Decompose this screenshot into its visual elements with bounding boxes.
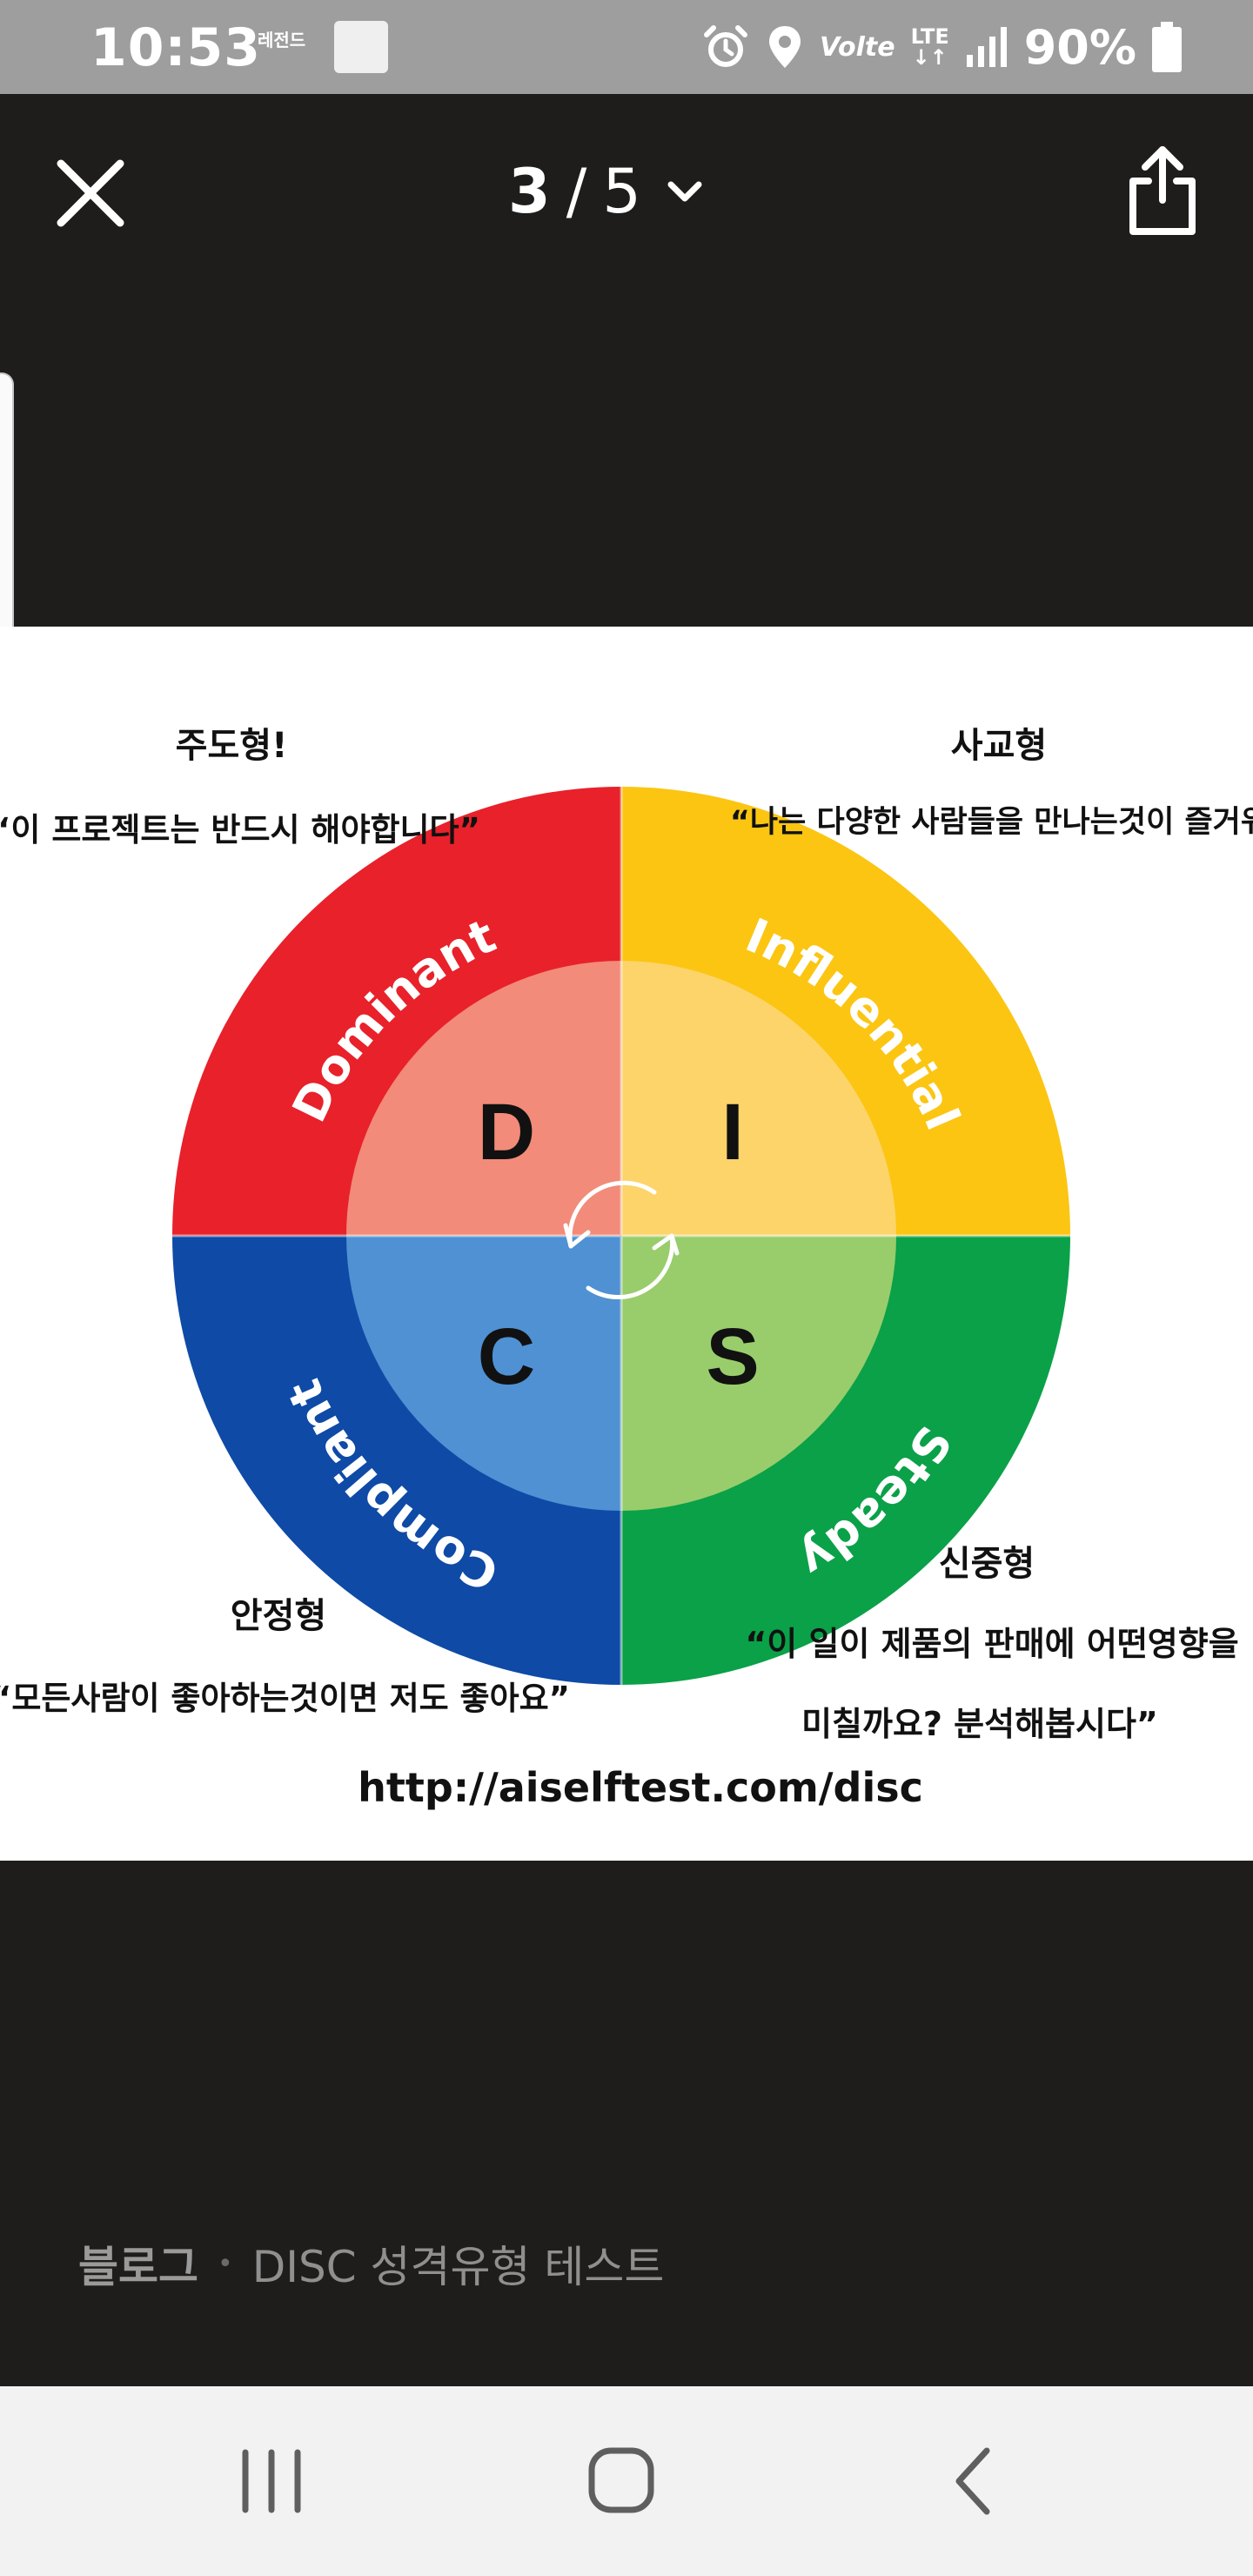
battery-icon: [1151, 22, 1182, 72]
chevron-down-icon: [667, 181, 702, 202]
status-time: 10:53: [90, 17, 261, 78]
quote-s-line1: “이 일이 제품의 판매에 어떤영향을: [745, 1625, 1238, 1663]
quadrant-s-inner: [621, 1236, 896, 1511]
close-icon[interactable]: [52, 155, 129, 231]
letter-c: C: [478, 1312, 535, 1401]
quote-d: “이 프로젝트는 반드시 해야합니다”: [0, 811, 480, 849]
alarm-icon: [704, 25, 747, 67]
letter-s: S: [706, 1312, 759, 1401]
volte-label: Volte: [820, 31, 895, 63]
caption-title: DISC 성격유형 테스트: [251, 2242, 665, 2292]
caption-dot: •: [218, 2248, 233, 2279]
system-nav-bar: [0, 2386, 1253, 2576]
caption-source: 블로그: [78, 2242, 198, 2292]
home-icon[interactable]: [569, 2433, 673, 2529]
quote-c: “모든사람이 좋아하는것이면 저도 좋아요”: [0, 1680, 570, 1717]
signal-icon: [966, 27, 1007, 67]
data-arrows-icon: ↓↑: [912, 45, 948, 70]
image-caption[interactable]: 블로그 • DISC 성격유형 테스트: [78, 2233, 664, 2294]
disc-diagram: Dominant Influential Steady Compliant D …: [0, 726, 1253, 1811]
page-counter[interactable]: 3 / 5: [508, 156, 706, 227]
type-name-c: 안정형: [231, 1596, 326, 1636]
status-icons: Volte LTE ↓↑ 90%: [701, 16, 1182, 78]
disc-image[interactable]: Dominant Influential Steady Compliant D …: [0, 627, 1253, 1861]
share-icon[interactable]: [1122, 143, 1203, 238]
carrier-badge: 레전드: [258, 30, 306, 50]
page-separator: /: [566, 156, 587, 227]
viewer-toolbar: 3 / 5: [0, 94, 1253, 285]
type-name-d: 주도형!: [176, 726, 288, 766]
total-pages: 5: [602, 156, 641, 227]
type-name-i: 사교형: [951, 726, 1047, 766]
battery-percent: 90%: [1023, 19, 1136, 75]
type-name-s: 신중형: [939, 1544, 1035, 1584]
quote-s-line2: 미칠까요? 분석해봅시다”: [801, 1705, 1158, 1743]
quadrant-c-inner: [346, 1236, 621, 1511]
location-icon: [769, 26, 801, 68]
recent-apps-icon[interactable]: [219, 2433, 324, 2529]
quote-i: “나는 다양한 사람들을 만나는것이 즐거워”: [730, 805, 1253, 840]
letter-d: D: [478, 1088, 535, 1177]
letter-i: I: [721, 1088, 744, 1177]
lte-indicator: LTE ↓↑: [911, 26, 949, 68]
rotation-arrows-icon: [563, 1180, 680, 1300]
current-page: 3: [508, 156, 551, 227]
back-icon[interactable]: [921, 2433, 1025, 2529]
quadrant-dividers: [172, 787, 1070, 1685]
status-bar: 10:53 레전드 Volte LTE ↓↑ 90%: [0, 0, 1253, 94]
notification-icon: [334, 21, 388, 73]
source-url: http://aiselftest.com/disc: [358, 1764, 923, 1811]
lte-label: LTE: [910, 24, 949, 49]
quadrant-d-inner: [346, 961, 621, 1236]
quadrant-i-inner: [621, 961, 896, 1236]
